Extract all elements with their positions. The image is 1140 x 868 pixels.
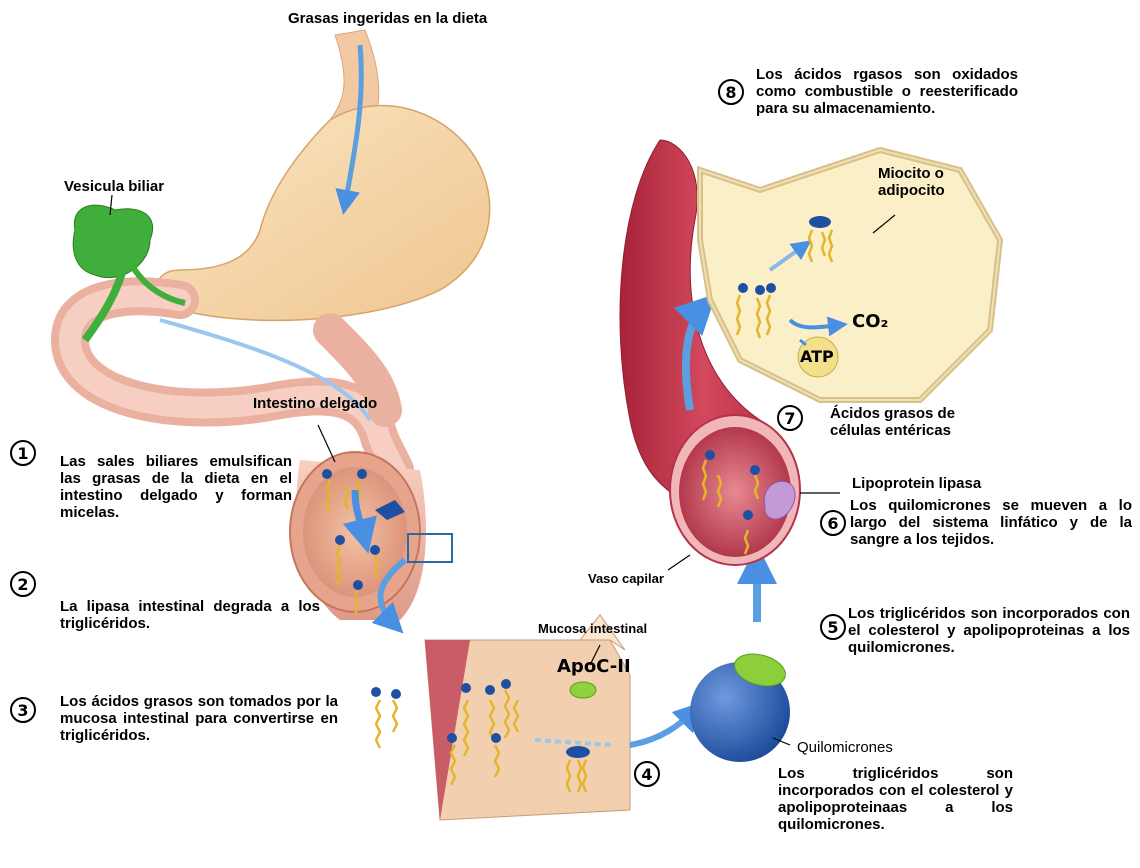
label-small-intestine: Intestino delgado [253, 395, 377, 412]
step-5-number: 5 [820, 614, 846, 640]
step-6-number: 6 [820, 510, 846, 536]
step-1-text: Las sales biliares emulsifican las grasa… [60, 453, 292, 521]
stomach-shape [158, 106, 490, 321]
label-fatty-acids-source: Ácidos grasos de células entéricas [830, 405, 990, 439]
step-4-text: Los triglicéridos son incorporados con e… [778, 765, 1013, 833]
label-lipase: Lipoprotein lipasa [852, 475, 981, 492]
label-atp: ATP [800, 348, 834, 365]
label-gallbladder: Vesicula biliar [64, 178, 164, 195]
diagram-title: Grasas ingeridas en la dieta [288, 10, 487, 27]
step-6-text: Los quilomicrones se mueven a lo largo d… [850, 497, 1132, 548]
label-mucosa: Mucosa intestinal [538, 621, 647, 636]
step-1-number: 1 [10, 440, 36, 466]
step-2-number: 2 [10, 571, 36, 597]
label-co2: CO₂ [852, 313, 888, 330]
step-8-number: 8 [718, 79, 744, 105]
step-4-number: 4 [634, 761, 660, 787]
step-3-text: Los ácidos grasos son tomados por la muc… [60, 693, 338, 744]
step-5-text: Los triglicéridos son incorporados con e… [848, 605, 1130, 656]
gallbladder-shape [73, 205, 152, 277]
label-myocyte: Miocito o adipocito [878, 165, 988, 199]
step-8-text: Los ácidos rgasos son oxidados como comb… [756, 66, 1018, 117]
step-2-text: La lipasa intestinal degrada a los trigl… [60, 598, 320, 632]
step-3-number: 3 [10, 697, 36, 723]
label-capillary: Vaso capilar [588, 571, 664, 586]
label-apoc: ApoC-II [557, 658, 631, 675]
step-7-number: 7 [777, 405, 803, 431]
label-chylomicrons: Quilomicrones [797, 739, 893, 756]
